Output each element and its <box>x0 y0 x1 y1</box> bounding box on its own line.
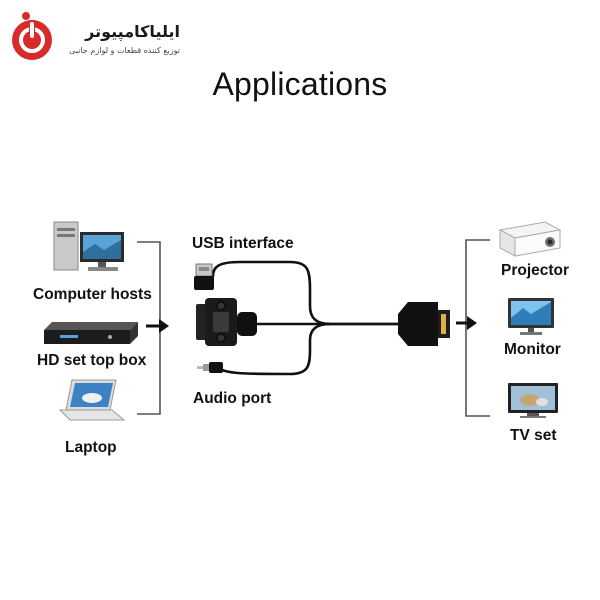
outputs-bracket <box>465 239 490 417</box>
usb-plug-icon <box>194 263 214 290</box>
adapter-cable <box>211 260 402 376</box>
label-monitor: Monitor <box>504 341 561 358</box>
desktop-computer-icon <box>53 221 124 271</box>
brand-logo: ایلیاکامپیوتر توزیع کننده قطعات و لوازم … <box>10 10 180 70</box>
set-top-box-icon <box>44 322 138 344</box>
tv-icon <box>508 383 558 418</box>
laptop-icon <box>58 379 126 421</box>
brand-name: ایلیاکامپیوتر <box>85 22 180 41</box>
label-projector: Projector <box>501 262 570 279</box>
label-laptop: Laptop <box>65 439 117 456</box>
label-tv-set: TV set <box>510 427 557 444</box>
brand-tagline: توزیع کننده قطعات و لوازم جانبی <box>69 46 180 55</box>
audio-jack-icon <box>197 362 223 373</box>
hdmi-plug-icon <box>398 302 450 346</box>
right-arrow <box>456 316 477 330</box>
label-usb-interface: USB interface <box>192 235 294 252</box>
label-audio-port: Audio port <box>193 390 272 407</box>
projector-icon <box>498 221 562 257</box>
left-arrow <box>146 319 169 333</box>
monitor-icon <box>508 298 554 335</box>
sources-bracket <box>137 241 161 415</box>
label-hd-set-top-box: HD set top box <box>37 352 147 369</box>
power-button-icon <box>12 12 52 60</box>
label-computer-hosts: Computer hosts <box>33 286 152 303</box>
page-title: Applications <box>212 66 388 102</box>
vga-connector-icon <box>196 298 257 346</box>
